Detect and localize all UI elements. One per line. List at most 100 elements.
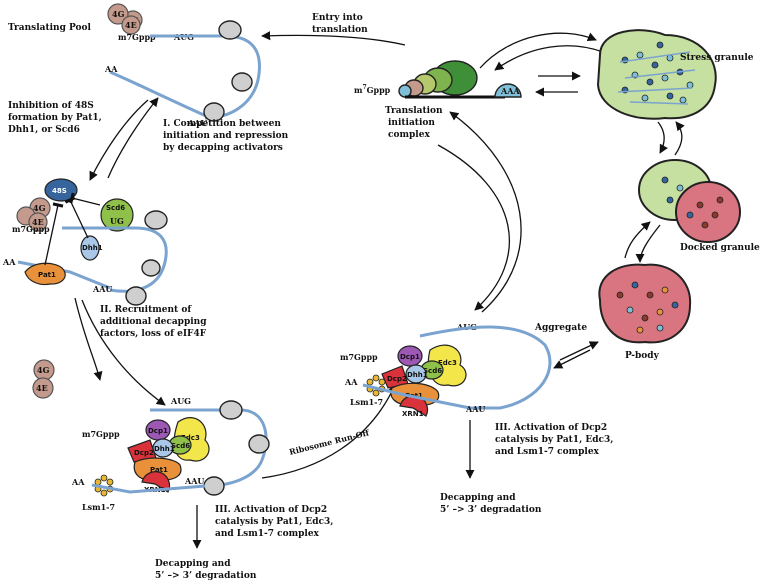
ribosome-bl-2	[248, 434, 270, 454]
pat1-inhibition-bar	[44, 202, 64, 266]
step-III-left-3: and Lsm1-7 complex	[215, 529, 320, 539]
aau-label-top: AAU	[187, 118, 207, 128]
tic-label-3: complex	[388, 130, 430, 140]
dhh1-inhibition-bar	[64, 196, 89, 239]
eif4g-circle-2	[107, 3, 129, 25]
eif4g-label-2: 4G	[112, 9, 125, 19]
ribosome-runoff-arrow	[261, 384, 396, 479]
step-II-3: factors, loss of eIF4F	[100, 329, 207, 339]
lsm-ring-bl	[94, 474, 114, 497]
svg-text:Dcp2: Dcp2	[387, 375, 407, 383]
decapping-right-2: 5’ –> 3’ degradation	[440, 505, 542, 515]
step-III-right-1: III. Activation of Dcp2	[495, 423, 607, 433]
svg-text:Dhh1: Dhh1	[82, 244, 103, 252]
mrna-top-tail	[109, 70, 216, 122]
decapping-complex-bl: Edc3 Dcp1 Scd6 Dhh1 Dcp2 Pat1 XRN1	[127, 417, 210, 494]
aa-label-repression: AA	[2, 257, 16, 267]
to-decapping-complex-arrow	[81, 299, 166, 406]
stress-granule-label: Stress granule	[680, 53, 754, 63]
eif4e-label: 4E	[125, 20, 137, 30]
cap-label-bl: m7Gppp	[82, 429, 120, 439]
released-eif4f: 4G 4E	[32, 359, 55, 399]
svg-text:Dhh1: Dhh1	[154, 445, 175, 453]
svg-text:Scd6: Scd6	[171, 442, 190, 450]
inhibition-label-2: formation by Pat1,	[8, 113, 102, 123]
ribosome-rep-1	[144, 210, 168, 230]
step-III-right-3: and Lsm1-7 complex	[495, 447, 600, 457]
decapping-left-2: 5’ –> 3’ degradation	[155, 571, 257, 581]
lsm-label-br: Lsm1-7	[350, 397, 383, 407]
svg-text:Scd6: Scd6	[423, 367, 442, 375]
lsm-label-bl: Lsm1-7	[82, 502, 115, 512]
ribosome-bl-1	[219, 400, 243, 420]
pbody-to-docked-arrow	[624, 221, 651, 259]
dhh1-protein: Dhh1	[80, 235, 103, 261]
ribosome-runoff-label: Ribosome Run-Off	[288, 427, 370, 457]
svg-text:Pat1: Pat1	[150, 466, 168, 474]
step-III-left-2: catalysis by Pat1, Edc3,	[215, 517, 333, 527]
ribosome-bl-3	[203, 476, 225, 496]
svg-text:UG: UG	[110, 216, 124, 226]
ribosome-top-2	[231, 72, 253, 92]
aggregate-arrow-from-pbody	[553, 349, 591, 369]
inhibition-label-3: Dhh1, or Scd6	[8, 125, 80, 135]
sg-to-docked-arrow	[657, 121, 668, 154]
svg-text:48S: 48S	[52, 187, 67, 195]
cap-label-repression: m7Gppp	[12, 224, 50, 234]
step-III-right-2: catalysis by Pat1, Edc3,	[495, 435, 613, 445]
entry-label-2: translation	[312, 25, 368, 35]
top-to-inhibition-arrow	[89, 99, 149, 181]
aggregate-label: Aggregate	[534, 323, 587, 333]
eif4e-circle	[121, 15, 141, 35]
docked-to-pbody-arrow	[635, 224, 661, 263]
repression-complex: 4G 4E 48S Scd6 UG	[16, 178, 134, 232]
docked-granule-label: Docked granule	[680, 243, 760, 253]
aau-label-repression: AAU	[92, 284, 112, 294]
mrna-br-tail	[362, 383, 471, 410]
translation-initiation-complex	[398, 60, 522, 99]
step-I-2: initiation and repression	[163, 131, 289, 141]
ribosome-rep-2	[125, 286, 147, 306]
svg-text:Dcp1: Dcp1	[400, 353, 420, 361]
aggregate-arrow-to-pbody	[559, 341, 599, 361]
sg-to-tic-arrow-upper	[494, 45, 604, 71]
step-I-1: I. Competition between	[163, 119, 281, 129]
aa-label-top: AA	[104, 64, 118, 74]
aa-label-bl: AA	[71, 477, 85, 487]
ribosome-rep-3	[141, 259, 161, 277]
step-II-1: II. Recruitment of	[100, 305, 192, 315]
aau-label-bl: AAU	[184, 476, 204, 486]
aa-label-br: AA	[344, 377, 358, 387]
svg-text:Edc3: Edc3	[181, 434, 200, 442]
inhibition-to-top-arrow	[107, 97, 159, 179]
svg-text:4G: 4G	[37, 365, 50, 375]
svg-text:4E: 4E	[36, 383, 48, 393]
p-body-label: P-body	[625, 351, 660, 361]
svg-text:Dhh1: Dhh1	[407, 371, 428, 379]
mrna-br	[419, 325, 552, 410]
svg-text:XRN1: XRN1	[402, 410, 424, 418]
tic-label-1: Translation	[385, 106, 443, 116]
svg-text:Edc3: Edc3	[438, 359, 457, 367]
svg-text:Scd6: Scd6	[106, 204, 125, 212]
decapping-complex-br: Edc3 Dcp1 Scd6 Dhh1 Dcp2 Pat1 XRN1	[381, 344, 467, 418]
eif4f-complex-top: 4G 4G 4E	[107, 3, 143, 35]
to-released-eif4f-arrow	[74, 297, 103, 381]
translating-pool-label: Translating Pool	[8, 23, 92, 33]
mrna-bl-tail	[91, 483, 206, 494]
cap-label-top: m7Gppp	[118, 32, 156, 42]
docked-granule	[638, 159, 741, 243]
inhibition-label-1: Inhibition of 48S	[8, 101, 94, 111]
docked-to-sg-arrow	[674, 121, 685, 156]
svg-text:4G: 4G	[33, 203, 46, 213]
cap-label-tic: m7Gppp	[354, 84, 391, 95]
mrna-top	[150, 34, 261, 120]
scd6-inhibition-bar	[69, 192, 101, 206]
tic-to-sg-arrow-upper	[479, 32, 597, 69]
tic-to-decapping-arrow	[437, 144, 510, 311]
stress-granule	[596, 29, 717, 120]
aau-label-br: AAU	[465, 404, 485, 414]
svg-text:Dcp2: Dcp2	[134, 449, 154, 457]
aug-label-bl: AUG	[170, 396, 191, 406]
